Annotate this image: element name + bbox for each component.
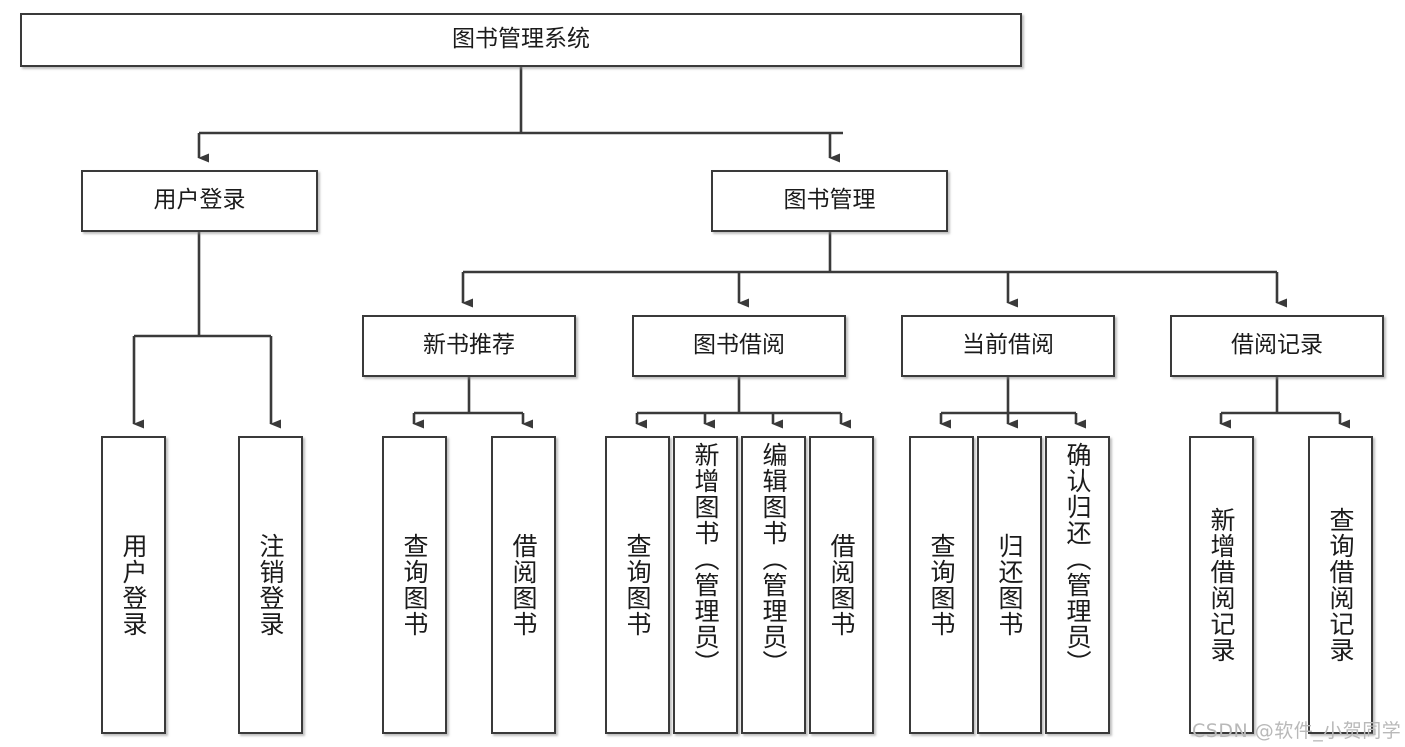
node-leaf-user-login[interactable]: 用户登录 xyxy=(101,436,166,734)
node-current-borrow-label: 当前借阅 xyxy=(962,332,1054,359)
node-book-borrow[interactable]: 图书借阅 xyxy=(632,315,846,377)
node-leaf-confirm-return[interactable]: 确认归还（管理员） xyxy=(1045,436,1110,734)
node-leaf-add-record[interactable]: 新增借阅记录 xyxy=(1189,436,1254,734)
node-root-label: 图书管理系统 xyxy=(452,26,590,53)
node-leaf-borrow-book-1[interactable]: 借阅图书 xyxy=(491,436,556,734)
node-current-borrow[interactable]: 当前借阅 xyxy=(901,315,1115,377)
node-leaf-logout-label: 注销登录 xyxy=(256,533,285,637)
node-leaf-add-book[interactable]: 新增图书（管理员） xyxy=(673,436,738,734)
node-leaf-borrow-book-2[interactable]: 借阅图书 xyxy=(809,436,874,734)
node-leaf-confirm-return-label: 确认归还（管理员） xyxy=(1063,442,1092,676)
node-user-login-label: 用户登录 xyxy=(153,187,246,214)
csdn-watermark: CSDN @软件_小贺同学 xyxy=(1192,720,1402,742)
node-leaf-return-book[interactable]: 归还图书 xyxy=(977,436,1042,734)
node-leaf-user-login-label: 用户登录 xyxy=(119,533,148,637)
node-user-login[interactable]: 用户登录 xyxy=(81,170,318,232)
node-root[interactable]: 图书管理系统 xyxy=(20,13,1022,67)
node-leaf-return-book-label: 归还图书 xyxy=(995,533,1024,637)
node-leaf-query-book-3[interactable]: 查询图书 xyxy=(909,436,974,734)
node-book-manage-label: 图书管理 xyxy=(783,187,876,214)
node-borrow-record[interactable]: 借阅记录 xyxy=(1170,315,1384,377)
node-leaf-query-record-label: 查询借阅记录 xyxy=(1326,507,1355,663)
node-leaf-add-book-label: 新增图书（管理员） xyxy=(691,442,720,676)
node-leaf-edit-book-label: 编辑图书（管理员） xyxy=(759,442,788,676)
node-new-book-recommend-label: 新书推荐 xyxy=(423,332,515,359)
node-leaf-query-record[interactable]: 查询借阅记录 xyxy=(1308,436,1373,734)
node-leaf-query-book-2[interactable]: 查询图书 xyxy=(605,436,670,734)
node-leaf-borrow-book-2-label: 借阅图书 xyxy=(827,533,856,637)
node-leaf-query-book-1-label: 查询图书 xyxy=(400,533,429,637)
node-leaf-add-record-label: 新增借阅记录 xyxy=(1207,507,1236,663)
node-leaf-query-book-3-label: 查询图书 xyxy=(927,533,956,637)
node-leaf-logout[interactable]: 注销登录 xyxy=(238,436,303,734)
node-leaf-edit-book[interactable]: 编辑图书（管理员） xyxy=(741,436,806,734)
node-book-borrow-label: 图书借阅 xyxy=(693,332,785,359)
node-leaf-query-book-1[interactable]: 查询图书 xyxy=(382,436,447,734)
node-borrow-record-label: 借阅记录 xyxy=(1231,332,1323,359)
node-leaf-query-book-2-label: 查询图书 xyxy=(623,533,652,637)
node-book-manage[interactable]: 图书管理 xyxy=(711,170,948,232)
node-new-book-recommend[interactable]: 新书推荐 xyxy=(362,315,576,377)
node-leaf-borrow-book-1-label: 借阅图书 xyxy=(509,533,538,637)
